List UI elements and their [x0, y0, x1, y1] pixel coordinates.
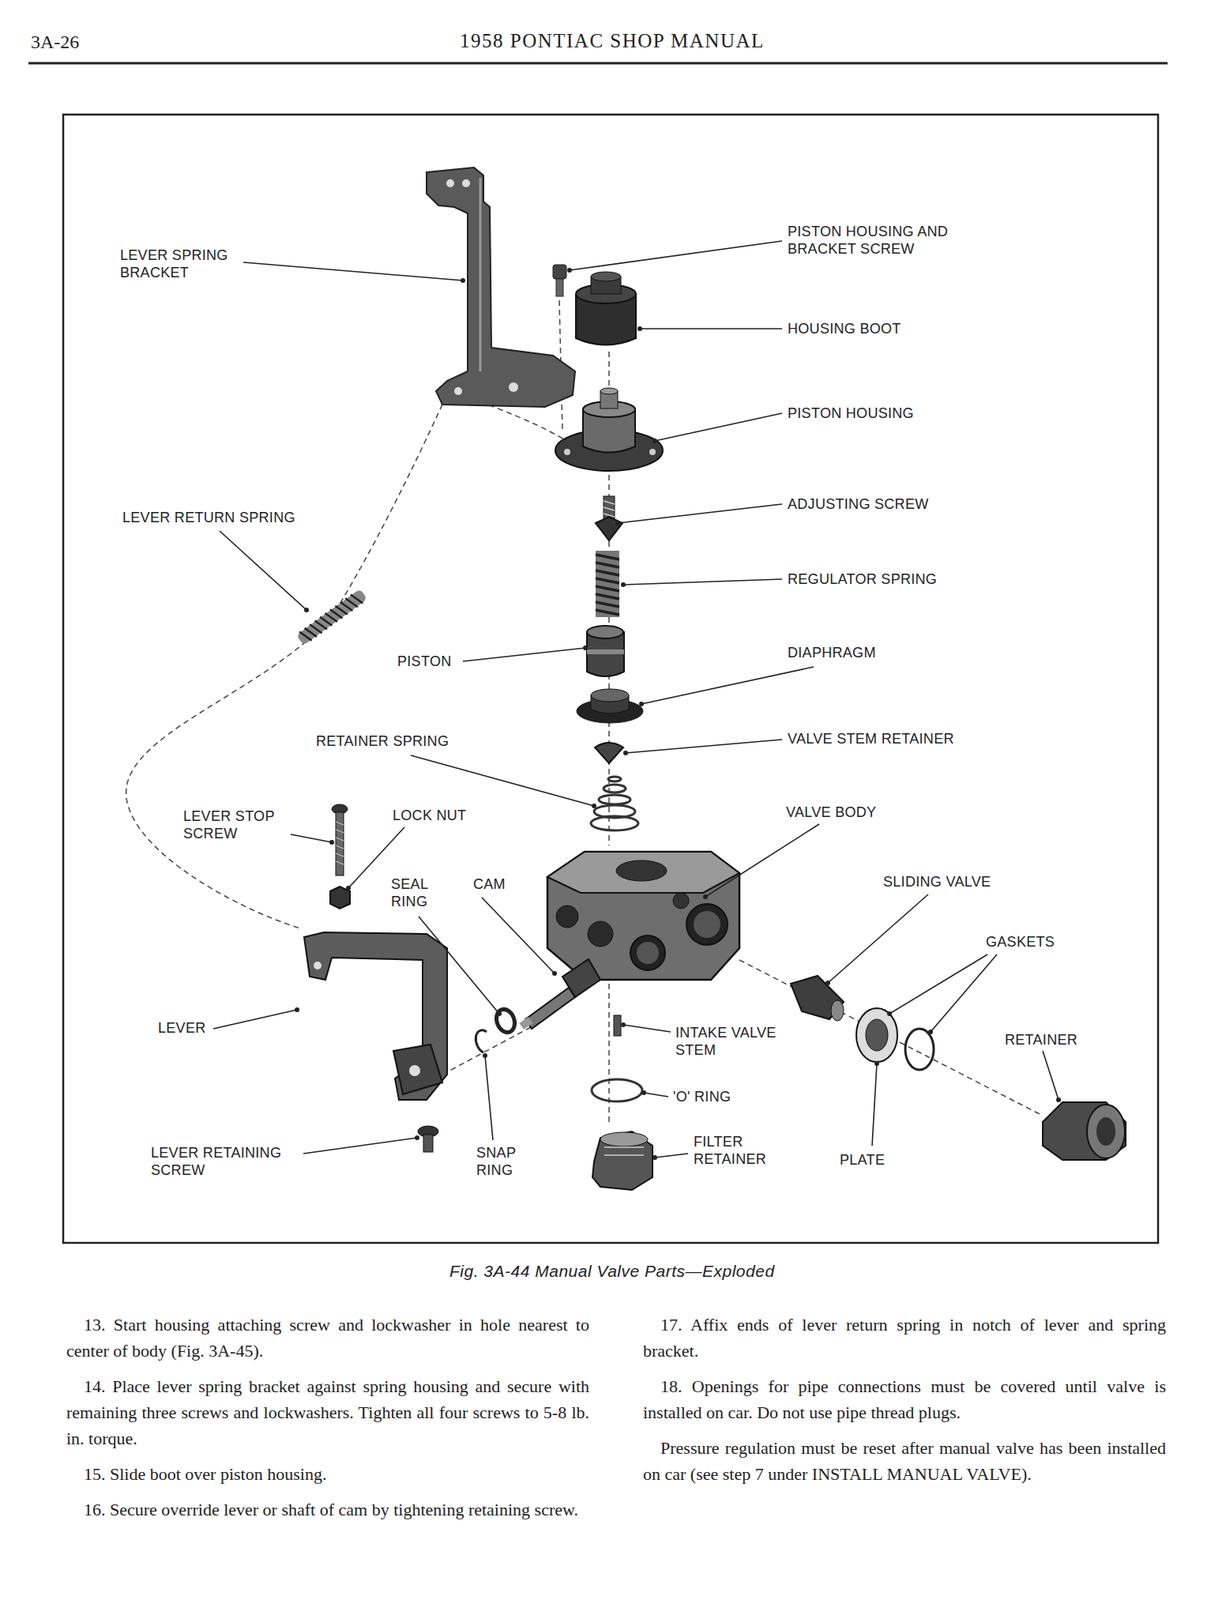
part-label: LEVER	[157, 1019, 207, 1037]
part-label: PISTON	[397, 652, 452, 670]
page-number: 3A-26	[30, 31, 79, 53]
intake-valve-stem	[613, 1015, 621, 1036]
header-rule	[28, 62, 1168, 65]
regulator-spring	[595, 550, 620, 617]
snap-ring	[475, 1030, 487, 1053]
lever-return-spring	[295, 587, 368, 646]
leader-heads	[294, 267, 1061, 1160]
part-label: PLATE	[839, 1150, 885, 1169]
part-label: SNAP RING	[476, 1143, 526, 1179]
part-label: VALVE BODY	[786, 803, 877, 821]
page-header: 1958 PONTIAC SHOP MANUAL	[459, 30, 765, 53]
part-label: HOUSING BOOT	[787, 319, 902, 338]
instruction-paragraph: 16. Secure override lever or shaft of ca…	[66, 1496, 590, 1523]
part-label: LOCK NUT	[392, 806, 467, 824]
instruction-paragraph: 14. Place lever spring bracket against s…	[66, 1372, 590, 1452]
lever	[304, 932, 448, 1100]
figure-frame	[63, 114, 1159, 1243]
part-label: VALVE STEM RETAINER	[787, 729, 955, 748]
instruction-paragraph: Pressure regulation must be reset after …	[643, 1434, 1166, 1487]
sliding-valve	[790, 975, 844, 1021]
part-label: REGULATOR SPRING	[787, 570, 937, 588]
part-label: LEVER SPRING BRACKET	[120, 246, 247, 282]
part-label: PISTON HOUSING AND BRACKET SCREW	[787, 222, 986, 258]
adjusting-screw	[595, 496, 623, 541]
instruction-paragraph: 13. Start housing attaching screw and lo…	[66, 1311, 590, 1364]
part-label: FILTER RETAINER	[693, 1132, 787, 1168]
lever-retaining-screw	[417, 1125, 439, 1152]
part-label: GASKETS	[985, 932, 1055, 951]
lever-stop-screw	[331, 804, 348, 876]
retainer-spring	[590, 776, 639, 831]
lever-spring-bracket	[426, 167, 576, 407]
cam	[519, 959, 601, 1030]
instruction-paragraph: 15. Slide boot over piston housing.	[66, 1460, 590, 1487]
part-label: DIAPHRAGM	[787, 643, 877, 662]
part-label: CAM	[473, 875, 506, 893]
leader-lines	[213, 240, 1059, 1158]
part-label: LEVER RETAINING SCREW	[150, 1143, 313, 1179]
housing-boot	[575, 271, 636, 346]
retainer	[1042, 1101, 1126, 1160]
assembly-lines	[126, 300, 1043, 1126]
valve-body	[547, 851, 740, 980]
o-ring	[591, 1079, 643, 1102]
part-label: INTAKE VALVE STEM	[675, 1023, 790, 1059]
valve-stem-retainer	[594, 742, 624, 764]
diaphragm	[576, 688, 644, 723]
bracket-screw	[552, 264, 567, 297]
part-label: RETAINER	[1004, 1030, 1078, 1049]
filter-retainer	[592, 1131, 653, 1190]
part-label: PISTON HOUSING	[787, 404, 914, 422]
instruction-paragraph: 18. Openings for pipe connections must b…	[643, 1372, 1166, 1426]
part-label: SLIDING VALVE	[883, 872, 991, 891]
lock-nut	[330, 886, 350, 909]
piston	[586, 625, 625, 677]
part-label: RETAINER SPRING	[315, 732, 449, 750]
figure-caption: Fig. 3A-44 Manual Valve Parts—Exploded	[449, 1261, 775, 1281]
instruction-paragraph: 17. Affix ends of lever return spring in…	[643, 1311, 1166, 1364]
part-label: ADJUSTING SCREW	[787, 495, 929, 513]
part-label: SEAL RING	[391, 875, 441, 911]
gaskets-plate	[856, 1007, 934, 1070]
part-label: LEVER STOP SCREW	[183, 807, 298, 843]
part-label: 'O' RING	[673, 1087, 731, 1106]
piston-housing	[555, 387, 663, 471]
part-label: LEVER RETURN SPRING	[122, 508, 296, 527]
